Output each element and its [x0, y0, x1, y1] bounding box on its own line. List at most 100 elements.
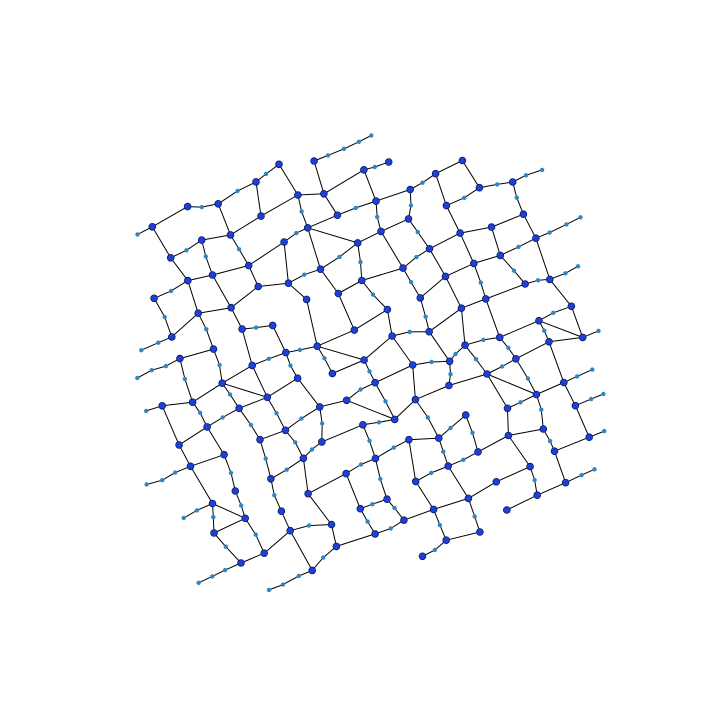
graph-node-chain [228, 470, 234, 476]
graph-node-chain [211, 514, 216, 520]
graph-node-junction [487, 223, 496, 231]
graph-edge [486, 373, 508, 409]
graph-edge [525, 169, 543, 176]
graph-node-junction [150, 294, 158, 303]
graph-node-chain [182, 376, 188, 382]
graph-edge [491, 213, 524, 228]
graph-edge [339, 242, 359, 258]
graph-edge [485, 283, 526, 300]
graph-node-chain [478, 280, 483, 285]
graph-edge [491, 226, 501, 256]
graph-node-chain [473, 357, 479, 362]
graph-node-chain [441, 449, 446, 454]
graph-node-chain [596, 328, 601, 334]
graph-edge [332, 359, 365, 374]
graph-edge [548, 341, 565, 383]
graph-edge [461, 160, 480, 188]
graph-node-junction [405, 435, 413, 444]
graph-node-junction [220, 450, 228, 459]
graph-edge [461, 298, 486, 309]
graph-node-chain [425, 415, 430, 420]
graph-edge [428, 331, 451, 362]
graph-node-chain [383, 399, 388, 404]
graph-node-chain [388, 526, 393, 531]
graph-edge [327, 148, 345, 156]
graph-edge [313, 160, 325, 194]
graph-node-junction [429, 505, 438, 514]
graph-node-junction [408, 361, 417, 369]
graph-node-junction [294, 191, 302, 199]
graph-edge [446, 531, 481, 541]
graph-node-chain [356, 139, 362, 144]
graph-edge [307, 493, 332, 525]
graph-edge [386, 309, 393, 337]
graph-node-junction [210, 529, 218, 537]
graph-node-chain [547, 438, 553, 444]
graph-node-junction [532, 390, 541, 399]
graph-edge [447, 465, 469, 499]
graph-edge [363, 169, 377, 202]
graph-node-junction [512, 354, 520, 363]
graph-node-junction [357, 276, 366, 285]
graph-edge [212, 265, 249, 276]
graph-edge [212, 274, 232, 308]
graph-node-junction [483, 370, 491, 378]
graph-node-chain [296, 573, 301, 579]
graph-node-chain [135, 232, 140, 237]
graph-edge [212, 503, 246, 519]
graph-edge [255, 181, 262, 217]
graph-edge [187, 274, 213, 282]
graph-edge [536, 382, 565, 395]
graph-edge [515, 358, 529, 379]
graph-edge [538, 320, 583, 338]
graph-node-chain [429, 359, 434, 365]
graph-edge [548, 336, 583, 343]
graph-node-chain [358, 259, 363, 265]
graph-edge [248, 241, 285, 266]
graph-edge [391, 335, 414, 366]
graph-edge [394, 399, 416, 420]
graph-node-junction [257, 212, 265, 220]
graph-edge [201, 234, 231, 241]
graph-node-chain [293, 440, 298, 445]
graph-node-junction [475, 183, 484, 192]
graph-edge [403, 508, 434, 521]
graph-edge [241, 328, 253, 366]
graph-node-chain [236, 247, 242, 252]
graph-node-chain [223, 544, 228, 549]
graph-edge [179, 348, 214, 360]
graph-edge [361, 267, 404, 281]
graph-edge [323, 169, 365, 195]
graph-node-chain [578, 215, 583, 220]
graph-node-junction [214, 200, 223, 208]
graph-node-chain [408, 203, 414, 208]
graph-edge [380, 218, 409, 232]
graph-node-junction [188, 398, 197, 407]
graph-node-chain [297, 347, 303, 353]
graph-node-chain [574, 374, 580, 379]
graph-node-chain [495, 182, 500, 187]
graph-node-junction [504, 431, 513, 440]
graph-node-junction [431, 169, 440, 178]
graph-node-junction [183, 202, 192, 211]
graph-node-junction [399, 264, 407, 272]
graph-node-chain [551, 310, 556, 315]
graph-node-junction [293, 374, 302, 383]
graph-node-junction [371, 378, 379, 387]
graph-edge [428, 307, 462, 333]
graph-edge [272, 325, 287, 353]
graph-edge [374, 364, 413, 384]
graph-node-chain [453, 351, 458, 357]
graph-node-junction [277, 507, 286, 516]
graph-node-chain [253, 325, 259, 330]
graph-node-chain [184, 248, 189, 253]
graph-edge [415, 385, 450, 401]
graph-edge [151, 226, 172, 259]
graph-node-chain [203, 254, 208, 259]
graph-node-chain [523, 173, 529, 178]
graph-edge [263, 530, 291, 554]
graph-edge [336, 533, 376, 547]
graph-edge [380, 231, 404, 269]
graph-node-junction [371, 454, 380, 463]
graph-node-junction [227, 303, 235, 312]
